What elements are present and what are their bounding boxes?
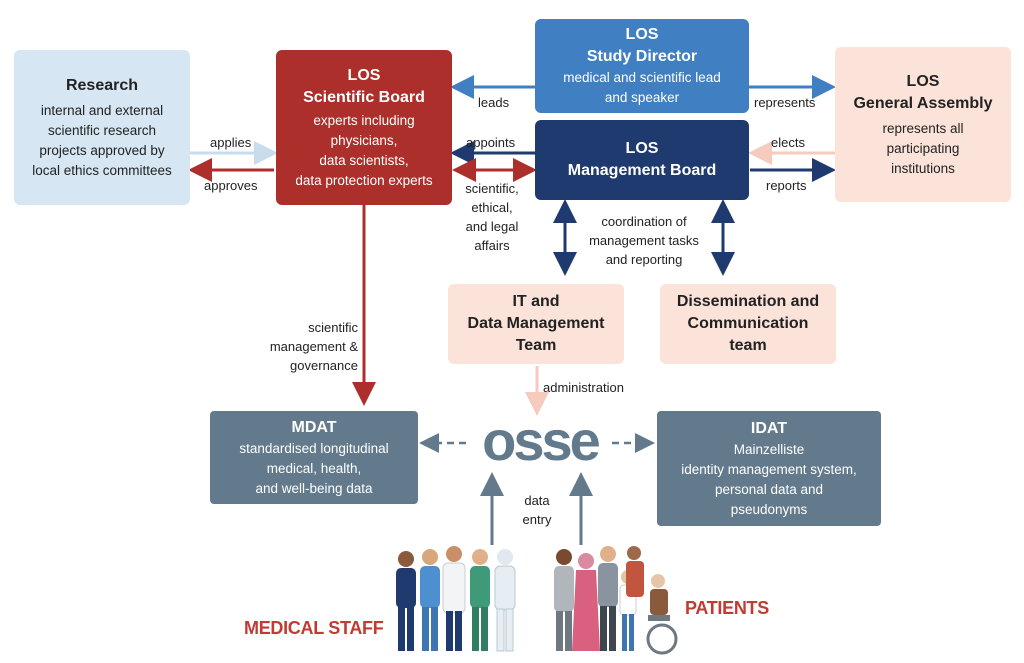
patients-label: PATIENTS <box>685 598 769 618</box>
patient-figure-5 <box>626 546 644 597</box>
patient-figure-2 <box>572 553 600 651</box>
osse-logo-text: osse <box>482 414 599 470</box>
management-board-box: LOS Management Board <box>535 120 749 200</box>
it-team-box: IT and Data Management Team <box>448 284 624 364</box>
label-administration: administration <box>543 380 624 395</box>
label-scientific-affairs: scientific, ethical, and legal affairs <box>465 181 519 253</box>
research-box: Research internal and external scientifi… <box>14 50 190 205</box>
mdat-box: MDAT standardised longitudinal medical, … <box>210 411 418 504</box>
dissemination-title: Dissemination and Communication team <box>676 293 820 354</box>
scientific-board-desc: experts including physicians, data scien… <box>295 112 433 188</box>
staff-figure-5 <box>494 549 516 652</box>
mdat-title: MDAT <box>291 418 337 436</box>
research-desc: internal and external scientific researc… <box>32 102 172 178</box>
idat-desc: Mainzelliste identity management system,… <box>681 441 857 517</box>
general-assembly-title: LOS General Assembly <box>853 72 993 112</box>
label-data-entry: data entry <box>522 493 552 527</box>
general-assembly-box: LOS General Assembly represents all part… <box>835 47 1011 202</box>
research-title: Research <box>65 76 139 94</box>
label-approves: approves <box>204 178 258 193</box>
medical-staff-label: MEDICAL STAFF <box>244 618 384 638</box>
patient-figure-6-wheelchair <box>646 574 678 655</box>
it-team-title: IT and Data Management Team <box>467 293 605 354</box>
medical-staff-illustration <box>396 546 516 652</box>
patients-illustration <box>554 546 678 655</box>
patient-figure-3 <box>598 546 618 651</box>
label-leads: leads <box>478 95 510 110</box>
staff-figure-2 <box>420 549 440 651</box>
osse-logo: osse <box>482 414 602 470</box>
staff-figure-4 <box>470 549 490 651</box>
label-represents: represents <box>754 95 816 110</box>
scientific-board-title: LOS Scientific Board <box>303 66 425 106</box>
label-applies: applies <box>210 135 252 150</box>
study-director-title: LOS Study Director <box>586 26 698 65</box>
label-appoints: appoints <box>466 135 516 150</box>
dissemination-box: Dissemination and Communication team <box>660 284 836 364</box>
label-sci-management: scientific management & governance <box>269 320 358 373</box>
label-coordination: coordination of management tasks and rep… <box>589 214 699 267</box>
study-director-box: LOS Study Director medical and scientifi… <box>535 19 749 113</box>
mdat-desc: standardised longitudinal medical, healt… <box>239 440 389 496</box>
scientific-board-box: LOS Scientific Board experts including p… <box>276 50 452 205</box>
general-assembly-desc: represents all participating institution… <box>882 120 964 176</box>
staff-figure-1 <box>396 551 416 651</box>
patient-figure-1 <box>554 549 574 651</box>
study-director-desc: medical and scientific lead and speaker <box>563 70 721 105</box>
management-board-title: LOS Management Board <box>567 140 717 179</box>
staff-figure-3 <box>442 546 466 651</box>
idat-box: IDAT Mainzelliste identity management sy… <box>657 411 881 526</box>
idat-title: IDAT <box>750 419 788 437</box>
label-elects: elects <box>771 135 805 150</box>
label-reports: reports <box>766 178 807 193</box>
